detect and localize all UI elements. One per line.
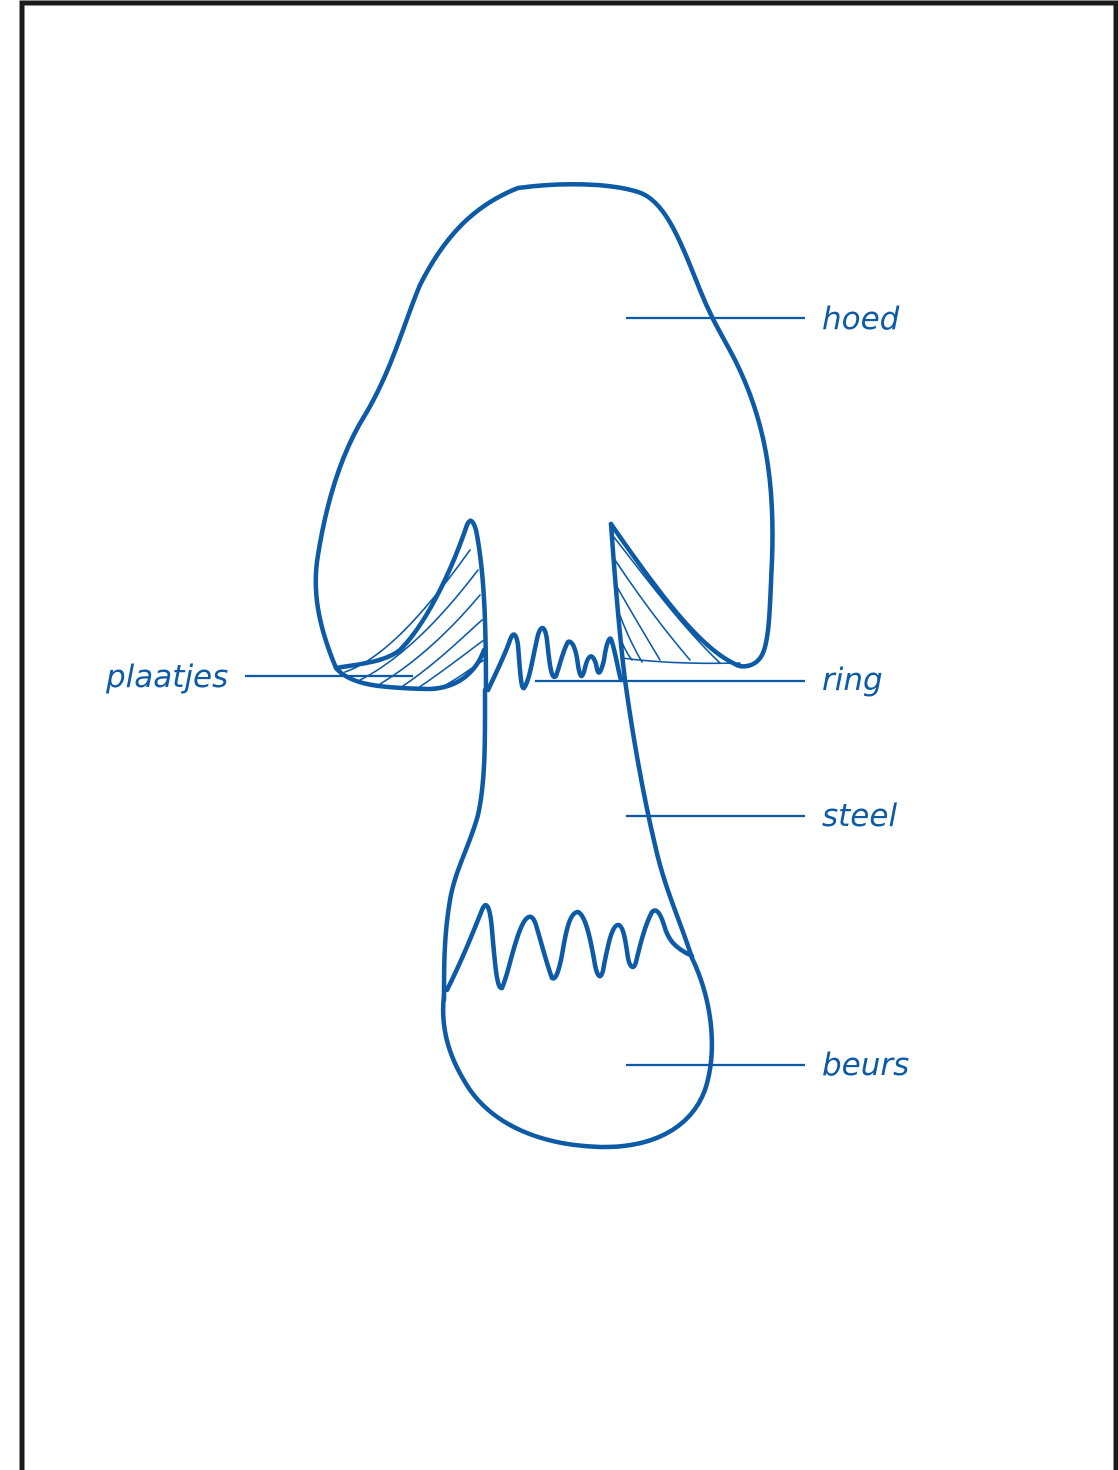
volva-zigzag <box>447 905 692 990</box>
page-border <box>22 3 1116 1470</box>
volva-outline <box>443 958 712 1147</box>
left-underside <box>336 521 486 690</box>
leader-lines <box>245 318 805 1065</box>
mushroom-outline <box>316 184 773 1147</box>
cap-outline <box>316 184 773 668</box>
stem-right-edge <box>611 524 692 958</box>
label-steel: steel <box>822 798 897 834</box>
label-beurs: beurs <box>822 1047 909 1083</box>
left-gill-hatching <box>345 550 484 688</box>
label-hoed: hoed <box>822 301 900 337</box>
label-plaatjes: plaatjes <box>105 659 228 695</box>
label-ring: ring <box>822 662 883 698</box>
